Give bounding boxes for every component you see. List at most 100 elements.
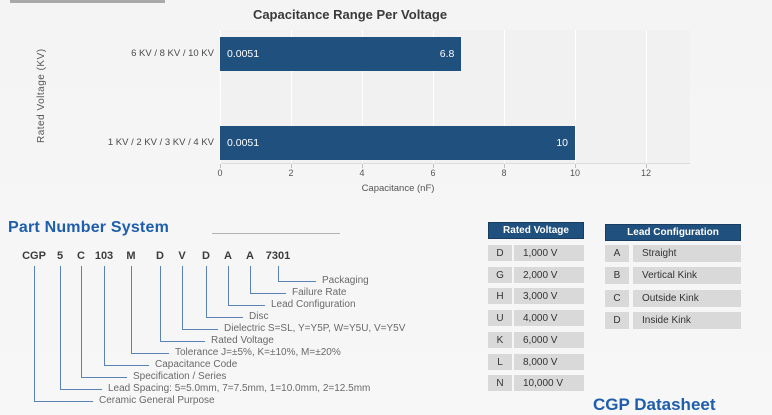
lead-configuration-code-cell: A [605, 245, 629, 262]
connector-vertical-line [250, 266, 251, 293]
x-tick-label: 12 [640, 168, 651, 178]
rated-voltage-code-cell: G [488, 267, 512, 283]
connector-vertical-line [34, 266, 35, 401]
lead-configuration-value-cell: Inside Kink [633, 312, 741, 329]
x-tick-label: 6 [430, 168, 436, 178]
part-number-system-title: Part Number System [8, 219, 169, 236]
gridline [433, 30, 434, 164]
part-field-label: Capacitance Code [155, 359, 238, 370]
rated-voltage-code-cell: D [488, 245, 512, 261]
chart-bar: 0.0051 10 [220, 126, 575, 160]
part-field-label: Ceramic General Purpose [99, 395, 215, 406]
part-code: D [156, 250, 164, 262]
axis-tick-mark [433, 164, 434, 168]
lead-configuration-table-header: Lead Configuration [605, 224, 741, 241]
rated-voltage-value-cell: 3,000 V [514, 288, 584, 304]
connector-horizontal-line [131, 353, 169, 354]
connector-horizontal-line [81, 377, 127, 378]
rated-voltage-value-cell: 1,000 V [514, 245, 584, 261]
gridline [291, 30, 292, 164]
part-field-label: Specification / Series [133, 371, 227, 382]
lead-configuration-value-cell: Outside Kink [633, 290, 741, 307]
datasheet-footer-title: CGP Datasheet [593, 395, 716, 414]
gridline [575, 30, 576, 164]
lead-configuration-code-cell: D [605, 312, 629, 329]
lead-configuration-code-cell: C [605, 290, 629, 307]
rated-voltage-value-cell: 10,000 V [514, 375, 584, 391]
part-field-label: Lead Spacing: 5=5.0mm, 7=7.5mm, 1=10.0mm… [108, 383, 371, 394]
part-field-label: Lead Configuration [271, 299, 356, 310]
axis-tick-mark [646, 164, 647, 168]
rated-voltage-table-header: Rated Voltage [488, 222, 584, 239]
axis-tick-mark [220, 164, 221, 168]
x-tick-label: 2 [288, 168, 294, 178]
part-field-label: Rated Voltage [211, 335, 274, 346]
rated-voltage-code-cell: U [488, 310, 512, 326]
rated-voltage-code-cell: H [488, 288, 512, 304]
axis-tick-mark [575, 164, 576, 168]
connector-vertical-line [182, 266, 183, 329]
connector-vertical-line [104, 266, 105, 365]
chart-plot-area: 0.0051 6.8 0.0051 10 [220, 30, 690, 164]
part-code: M [126, 250, 136, 262]
part-code: A [246, 250, 254, 262]
rated-voltage-code-cell: N [488, 375, 512, 391]
connector-horizontal-line [34, 401, 93, 402]
x-tick-label: 8 [501, 168, 507, 178]
connector-horizontal-line [104, 365, 149, 366]
connector-vertical-line [206, 266, 207, 317]
connector-vertical-line [60, 266, 61, 389]
connector-horizontal-line [278, 281, 316, 282]
connector-vertical-line [278, 266, 279, 281]
category-label: 1 KV / 2 KV / 3 KV / 4 KV [107, 137, 214, 148]
lead-configuration-value-cell: Vertical Kink [633, 267, 741, 284]
gridline [646, 30, 647, 164]
connector-vertical-line [160, 266, 161, 341]
axis-tick-mark [362, 164, 363, 168]
chart-x-axis-label: Capacitance (nF) [361, 183, 435, 194]
chart-title: Capacitance Range Per Voltage [252, 7, 448, 22]
gridline [220, 30, 221, 164]
connector-horizontal-line [206, 317, 243, 318]
axis-tick-mark [504, 164, 505, 168]
connector-horizontal-line [250, 293, 286, 294]
connector-vertical-line [131, 266, 132, 353]
part-field-label: Dielectric S=SL, Y=Y5P, W=Y5U, V=Y5V [224, 323, 406, 334]
gridline [362, 30, 363, 164]
axis-tick-mark [291, 164, 292, 168]
bar-max-value-label: 6.8 [439, 48, 455, 60]
part-code: 103 [94, 250, 114, 262]
chart-bar: 0.0051 6.8 [220, 37, 462, 71]
part-field-label: Tolerance J=±5%, K=±10%, M=±20% [175, 347, 341, 358]
lead-configuration-value-cell: Straight [633, 245, 741, 262]
rated-voltage-value-cell: 6,000 V [514, 332, 584, 348]
part-field-label: Packaging [322, 275, 369, 286]
part-code: C [77, 250, 85, 262]
bar-min-value-label: 0.0051 [227, 137, 260, 149]
part-field-label: Disc [249, 311, 269, 322]
x-tick-label: 10 [569, 168, 580, 178]
rated-voltage-code-cell: K [488, 332, 512, 348]
bar-min-value-label: 0.0051 [227, 48, 260, 60]
lead-configuration-code-cell: B [605, 267, 629, 284]
part-field-label: Failure Rate [292, 287, 347, 298]
part-code: 5 [56, 250, 64, 262]
rated-voltage-value-cell: 4,000 V [514, 310, 584, 326]
title-underline-rule [212, 233, 340, 234]
part-code: D [202, 250, 210, 262]
connector-horizontal-line [182, 329, 218, 330]
rated-voltage-code-cell: L [488, 354, 512, 370]
connector-horizontal-line [228, 305, 265, 306]
bar-max-value-label: 10 [556, 137, 568, 149]
chart-y-axis-label: Rated Voltage (KV) [36, 48, 47, 144]
part-code: CGP [22, 250, 46, 262]
connector-vertical-line [81, 266, 82, 377]
cropped-header-bar [10, 0, 165, 3]
connector-horizontal-line [60, 389, 102, 390]
x-tick-label: 4 [359, 168, 365, 178]
connector-vertical-line [228, 266, 229, 305]
category-label: 6 KV / 8 KV / 10 KV [131, 48, 214, 59]
part-code: A [224, 250, 232, 262]
connector-horizontal-line [160, 341, 205, 342]
